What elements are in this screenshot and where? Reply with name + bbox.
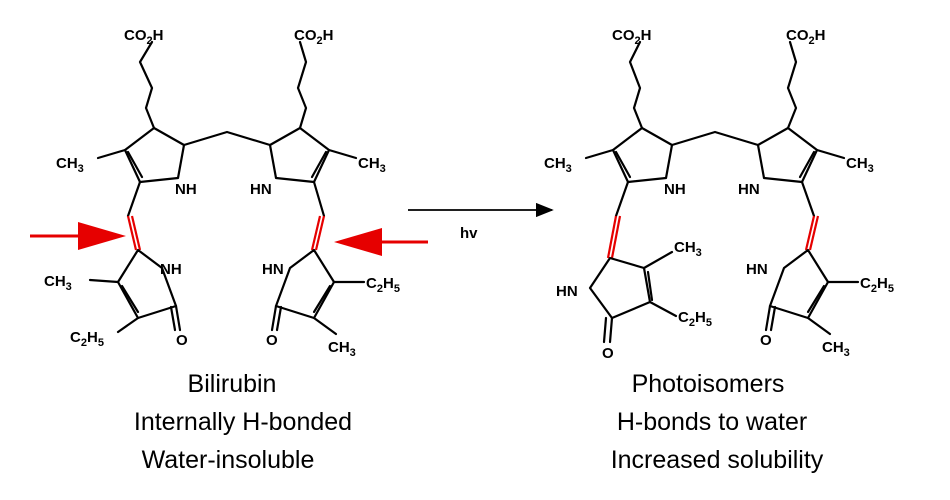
hn-label-1: HN [250,181,272,198]
arrow-left-pointer-icon [30,222,126,250]
co2h-label-3: CO2H [612,27,651,47]
c2h5-label-1: C2H5 [366,275,400,295]
nh-label-1: NH [175,181,197,198]
left-title: Bilirubin [188,370,277,398]
co2h-label-2: CO2H [294,27,333,47]
ch3-label-1: CH3 [56,155,84,175]
o-label-4: O [760,332,772,349]
hv-label: hv [460,225,478,242]
o-label-2: O [266,332,278,349]
ch3-label-5: CH3 [544,155,572,175]
right-line3: Increased solubility [611,446,824,474]
co2h-label-1: CO2H [124,27,163,47]
right-line2: H-bonds to water [617,408,807,436]
photoisomer-structure: CO2H CO2H CH3 CH3 NH HN CH3 HN HN C2H5 C… [544,27,894,362]
co2h-label-4: CO2H [786,27,825,47]
ch3-label-2: CH3 [358,155,386,175]
ch3-label-7: CH3 [674,239,702,259]
ch3-label-3: CH3 [44,273,72,293]
ch3-label-4: CH3 [328,339,356,359]
bilirubin-structure: CO2H CO2H CH3 CH3 NH HN NH HN CH3 C2H5 C… [44,27,400,359]
hn-label-2: HN [262,261,284,278]
nh-label-3: NH [664,181,686,198]
o-label-1: O [176,332,188,349]
left-line3: Water-insoluble [142,446,315,474]
c2h5-label-2: C2H5 [70,329,104,349]
c2h5-label-3: C2H5 [860,275,894,295]
ch3-label-6: CH3 [846,155,874,175]
hn-label-4: HN [556,283,578,300]
arrow-right-pointer-icon [334,228,428,256]
right-title: Photoisomers [632,370,785,398]
hn-label-3: HN [738,181,760,198]
o-label-3: O [602,345,614,362]
left-line2: Internally H-bonded [134,408,352,436]
hn-label-5: HN [746,261,768,278]
nh-label-2: NH [160,261,182,278]
c2h5-label-4: C2H5 [678,309,712,329]
ch3-label-8: CH3 [822,339,850,359]
